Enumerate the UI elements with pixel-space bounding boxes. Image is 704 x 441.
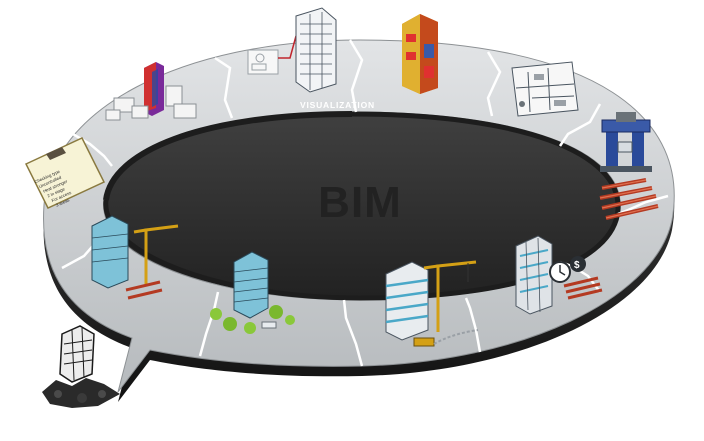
- colored-section-building-icon: [402, 14, 438, 94]
- budget-clock-money-icon: $: [515, 235, 603, 315]
- finished-building-park-icon: [210, 251, 295, 334]
- blueprint-skyscraper-icon: [247, 7, 337, 93]
- center-title: BIM: [318, 178, 402, 227]
- svg-text:$: $: [574, 260, 580, 271]
- floor-plan-icon: [511, 61, 579, 117]
- construction-crane-site-icon: [385, 260, 479, 347]
- ring-label: VISUALIZATION: [300, 100, 375, 110]
- steel-press-machine-icon: [600, 112, 652, 172]
- checklist-clipboard-icon: Checking type Uncontrolled Heat stronger…: [24, 137, 106, 209]
- steel-beams-icon: [599, 178, 659, 220]
- checklist-line-6: 3 areas: [55, 197, 70, 207]
- crane-building-icon: [91, 215, 179, 300]
- demolition-rubble-icon: [42, 325, 120, 408]
- office-buildings-icon: [105, 62, 197, 121]
